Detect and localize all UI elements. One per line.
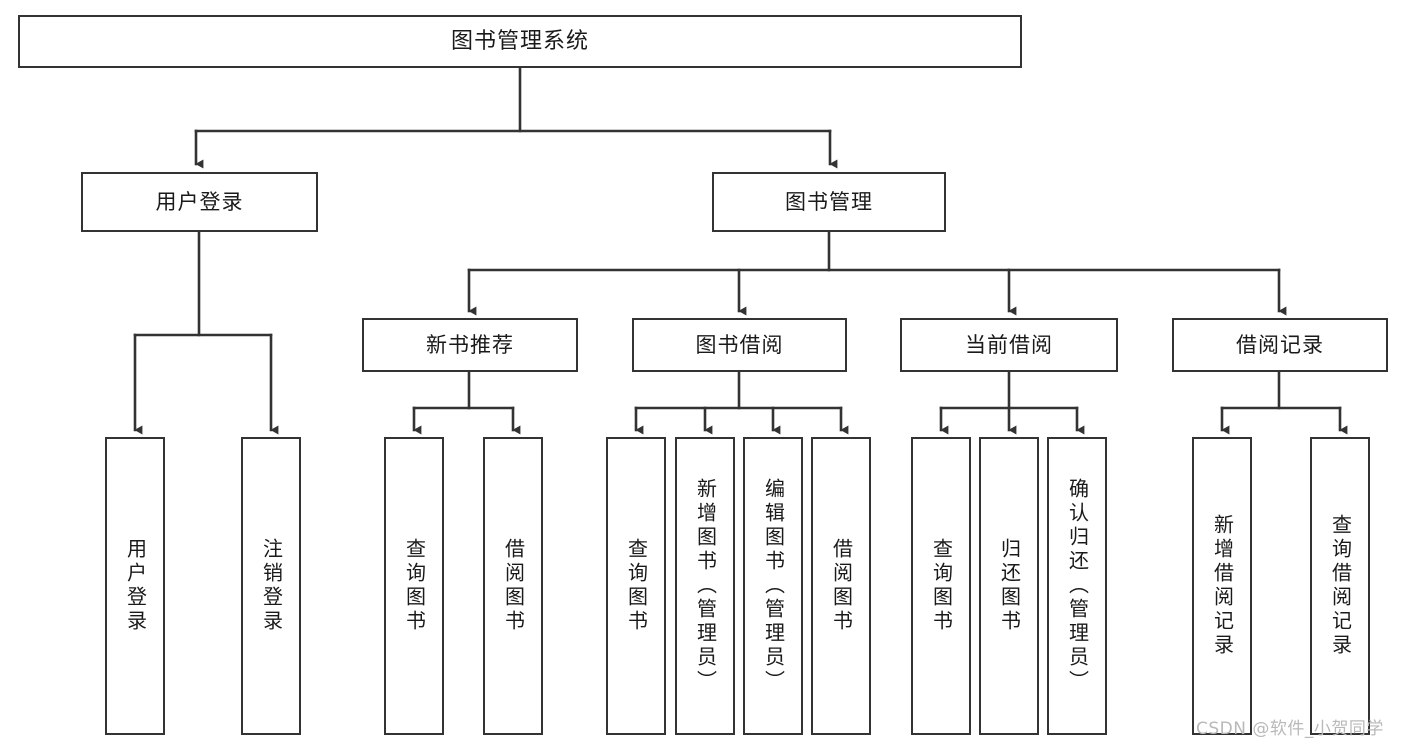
node-label: 新增图书（管理员） bbox=[693, 478, 718, 694]
node-label: 归还图书 bbox=[997, 538, 1022, 634]
leaf-add-book-admin[interactable]: 新增图书（管理员） bbox=[675, 437, 735, 735]
node-label: 确认归还（管理员） bbox=[1065, 478, 1090, 694]
node-current-borrow[interactable]: 当前借阅 bbox=[900, 318, 1118, 372]
leaf-return-book[interactable]: 归还图书 bbox=[979, 437, 1039, 735]
node-label: 查询借阅记录 bbox=[1328, 514, 1353, 658]
leaf-borrow-book[interactable]: 借阅图书 bbox=[811, 437, 871, 735]
node-book-borrow[interactable]: 图书借阅 bbox=[632, 318, 847, 372]
leaf-query-book-current[interactable]: 查询图书 bbox=[911, 437, 971, 735]
leaf-logout[interactable]: 注销登录 bbox=[241, 437, 301, 735]
leaf-query-borrow-record[interactable]: 查询借阅记录 bbox=[1310, 437, 1370, 735]
leaf-borrow-book-recommend[interactable]: 借阅图书 bbox=[483, 437, 543, 735]
leaf-edit-book-admin[interactable]: 编辑图书（管理员） bbox=[743, 437, 803, 735]
node-label: 当前借阅 bbox=[965, 332, 1053, 357]
node-label: 编辑图书（管理员） bbox=[761, 478, 786, 694]
node-root-book-management-system[interactable]: 图书管理系统 bbox=[18, 15, 1022, 68]
node-label: 借阅记录 bbox=[1236, 332, 1324, 357]
node-label: 查询图书 bbox=[929, 538, 954, 634]
node-label: 查询图书 bbox=[402, 538, 427, 634]
csdn-watermark: CSDN @软件_小贺同学 bbox=[1196, 719, 1384, 739]
leaf-add-borrow-record[interactable]: 新增借阅记录 bbox=[1192, 437, 1252, 735]
node-label: 图书管理 bbox=[785, 189, 873, 214]
node-label: 新增借阅记录 bbox=[1210, 514, 1235, 658]
node-label: 新书推荐 bbox=[426, 332, 514, 357]
node-new-book-recommend[interactable]: 新书推荐 bbox=[362, 318, 578, 372]
node-label: 借阅图书 bbox=[501, 538, 526, 634]
node-label: 查询图书 bbox=[624, 538, 649, 634]
node-label: 借阅图书 bbox=[829, 538, 854, 634]
leaf-user-login[interactable]: 用户登录 bbox=[105, 437, 165, 735]
node-label: 图书管理系统 bbox=[450, 28, 589, 54]
node-label: 用户登录 bbox=[123, 538, 148, 634]
node-book-management[interactable]: 图书管理 bbox=[712, 172, 946, 232]
node-user-login[interactable]: 用户登录 bbox=[81, 172, 318, 232]
leaf-query-book-recommend[interactable]: 查询图书 bbox=[384, 437, 444, 735]
node-label: 用户登录 bbox=[155, 189, 244, 214]
node-borrow-record[interactable]: 借阅记录 bbox=[1172, 318, 1388, 372]
node-label: 注销登录 bbox=[259, 538, 284, 634]
node-label: 图书借阅 bbox=[695, 332, 784, 357]
leaf-confirm-return-admin[interactable]: 确认归还（管理员） bbox=[1047, 437, 1107, 735]
leaf-query-book-borrow[interactable]: 查询图书 bbox=[606, 437, 666, 735]
